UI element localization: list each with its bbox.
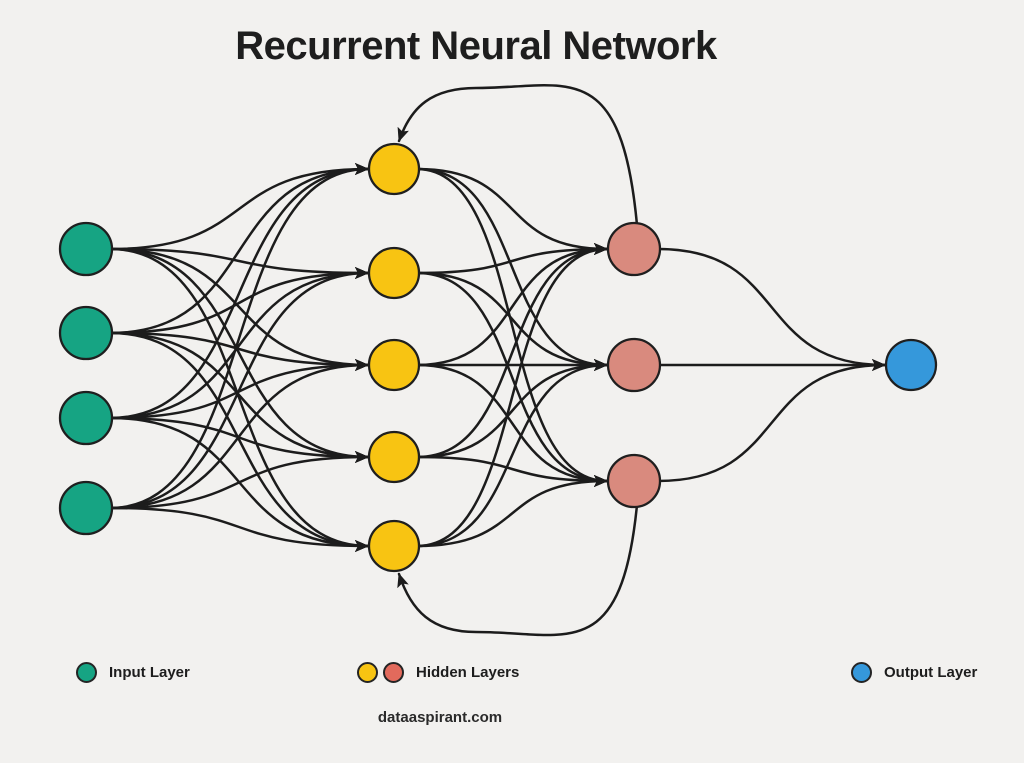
site-credit: dataaspirant.com <box>377 709 503 726</box>
edge-hidden2-output <box>656 359 887 483</box>
legend-dot-icon <box>383 661 404 683</box>
edge-hidden1-hidden2 <box>415 475 609 548</box>
edge-input-hidden1 <box>108 331 370 463</box>
edge-input-hidden1 <box>108 267 370 510</box>
output-layer-dot-icon <box>851 661 872 683</box>
edge-input-hidden1 <box>108 163 370 335</box>
edge-input-hidden1 <box>108 247 370 279</box>
legend-item-output: Output Layer <box>851 661 977 683</box>
edge-input-hidden1 <box>108 247 370 371</box>
edge-hidden2-output <box>656 247 887 371</box>
legend-item-hidden: Hidden Layers <box>357 661 519 683</box>
edge-hidden1-hidden2 <box>415 167 609 371</box>
legend-label-hidden: Hidden Layers <box>416 663 520 681</box>
edge-input-hidden1 <box>108 331 370 552</box>
input-layer-dot-icon <box>76 661 97 683</box>
edge-input-hidden1 <box>108 163 370 510</box>
edge-hidden1-hidden2 <box>415 167 609 487</box>
node-hidden2-2 <box>606 337 662 393</box>
node-input-1 <box>58 221 114 277</box>
edge-hidden1-hidden2 <box>415 455 609 487</box>
edge-input-hidden1 <box>108 451 370 510</box>
edge-input-hidden1 <box>108 163 370 251</box>
legend-label-output: Output Layer <box>884 663 978 681</box>
hidden-layers-dots-icon <box>357 661 404 683</box>
node-hidden1-1 <box>367 142 421 196</box>
edge-input-hidden1 <box>108 163 370 420</box>
node-hidden2-3 <box>606 453 662 509</box>
legend-dot-icon <box>851 661 872 683</box>
node-input-2 <box>58 305 114 361</box>
legend-item-input: Input Layer <box>76 661 190 683</box>
node-hidden1-3 <box>367 338 421 392</box>
edge-hidden1-hidden2 <box>415 167 609 255</box>
edge-input-hidden1 <box>108 359 370 510</box>
node-hidden1-2 <box>367 246 421 300</box>
edge-hidden1-hidden2 <box>415 243 609 459</box>
recurrent-edge-top <box>397 84 639 227</box>
legend-label-input: Input Layer <box>109 663 190 681</box>
edge-hidden1-hidden2 <box>415 359 609 548</box>
edge-input-hidden1 <box>108 506 370 552</box>
edge-input-hidden1 <box>108 331 370 371</box>
node-hidden2-1 <box>606 221 662 277</box>
node-output-1 <box>884 338 938 392</box>
edge-hidden1-hidden2 <box>415 243 609 367</box>
node-hidden1-5 <box>367 519 421 573</box>
edge-hidden1-hidden2 <box>415 243 609 548</box>
edge-hidden1-hidden2 <box>415 359 609 459</box>
edge-input-hidden1 <box>108 247 370 463</box>
edge-hidden1-hidden2 <box>415 271 609 487</box>
edge-hidden1-hidden2 <box>415 363 609 487</box>
page-title: Recurrent Neural Network <box>235 24 717 68</box>
recurrent-edge-bottom <box>397 503 639 637</box>
edge-hidden1-hidden2 <box>415 271 609 371</box>
legend-dot-icon <box>76 661 97 683</box>
edge-input-hidden1 <box>108 247 370 552</box>
node-hidden1-4 <box>367 430 421 484</box>
node-input-3 <box>58 390 114 446</box>
edge-input-hidden1 <box>108 267 370 420</box>
edge-input-hidden1 <box>108 267 370 335</box>
node-input-4 <box>58 480 114 536</box>
legend-dot-icon <box>357 661 378 683</box>
edge-hidden1-hidden2 <box>415 243 609 275</box>
